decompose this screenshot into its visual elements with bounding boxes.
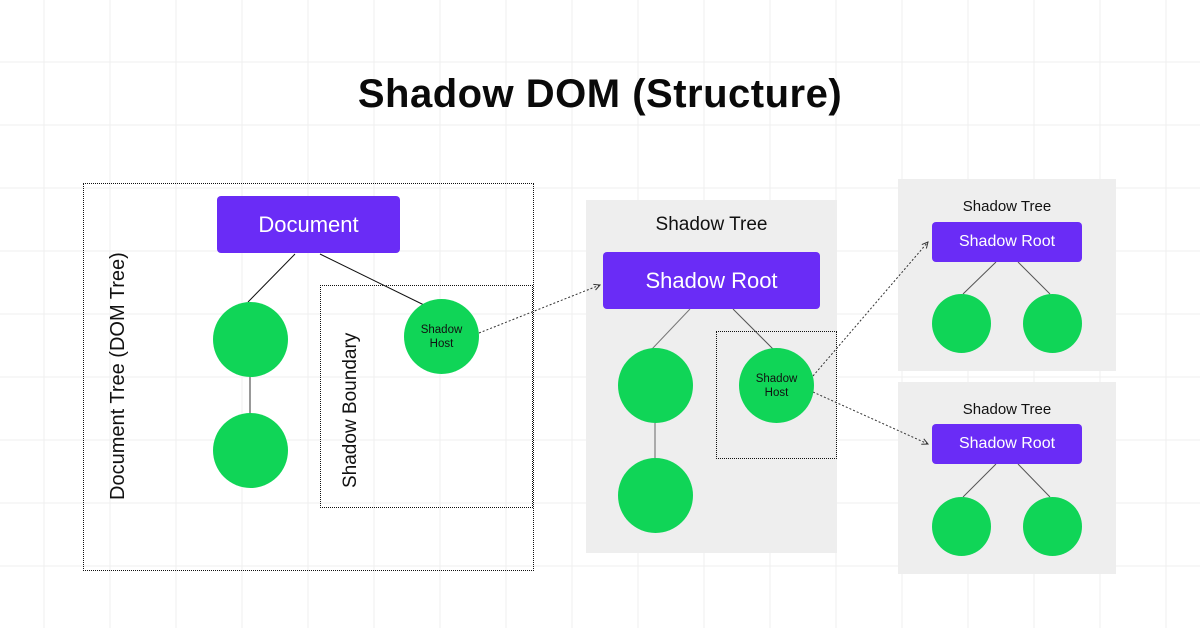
dom-node-child[interactable] [213,413,288,488]
shadow-boundary-label: Shadow Boundary [340,332,361,488]
nested-shadow-root-box-2[interactable]: Shadow Root [932,424,1082,464]
shadow-host-node[interactable]: Shadow Host [404,299,479,374]
document-root-label: Document [258,211,359,237]
nested-tree-1-node-left[interactable] [932,294,991,353]
nested-shadow-root-box-1[interactable]: Shadow Root [932,222,1082,262]
nested-shadow-host-label-line2: Host [764,386,789,399]
nested-shadow-host-node[interactable]: Shadow Host [739,348,814,423]
shadow-node-child[interactable] [618,458,693,533]
nested-shadow-tree-panel-1 [898,179,1116,371]
nested-shadow-tree-panel-2 [898,382,1116,574]
nested-tree-2-node-left[interactable] [932,497,991,556]
nested-tree-1-node-right[interactable] [1023,294,1082,353]
nested-tree-2-node-right[interactable] [1023,497,1082,556]
dom-node[interactable] [213,302,288,377]
nested-shadow-host-label-line1: Shadow [755,372,798,385]
diagram-title: Shadow DOM (Structure) [357,72,843,116]
nested-shadow-tree-title-1: Shadow Tree [962,198,1052,215]
nested-shadow-root-label-1: Shadow Root [958,233,1056,250]
shadow-root-box[interactable]: Shadow Root [603,252,820,309]
document-root-box[interactable]: Document [217,196,400,253]
document-tree-label: Document Tree (DOM Tree) [107,252,129,500]
document-tree-boundary [83,183,534,571]
shadow-boundary-box [320,285,533,508]
shadow-root-label: Shadow Root [645,267,778,293]
nested-shadow-tree-title-2: Shadow Tree [962,401,1052,418]
shadow-host-label-line2: Host [429,337,454,350]
shadow-node[interactable] [618,348,693,423]
shadow-tree-title: Shadow Tree [655,214,768,235]
shadow-host-label-line1: Shadow [420,323,463,336]
nested-shadow-root-label-2: Shadow Root [958,435,1056,452]
